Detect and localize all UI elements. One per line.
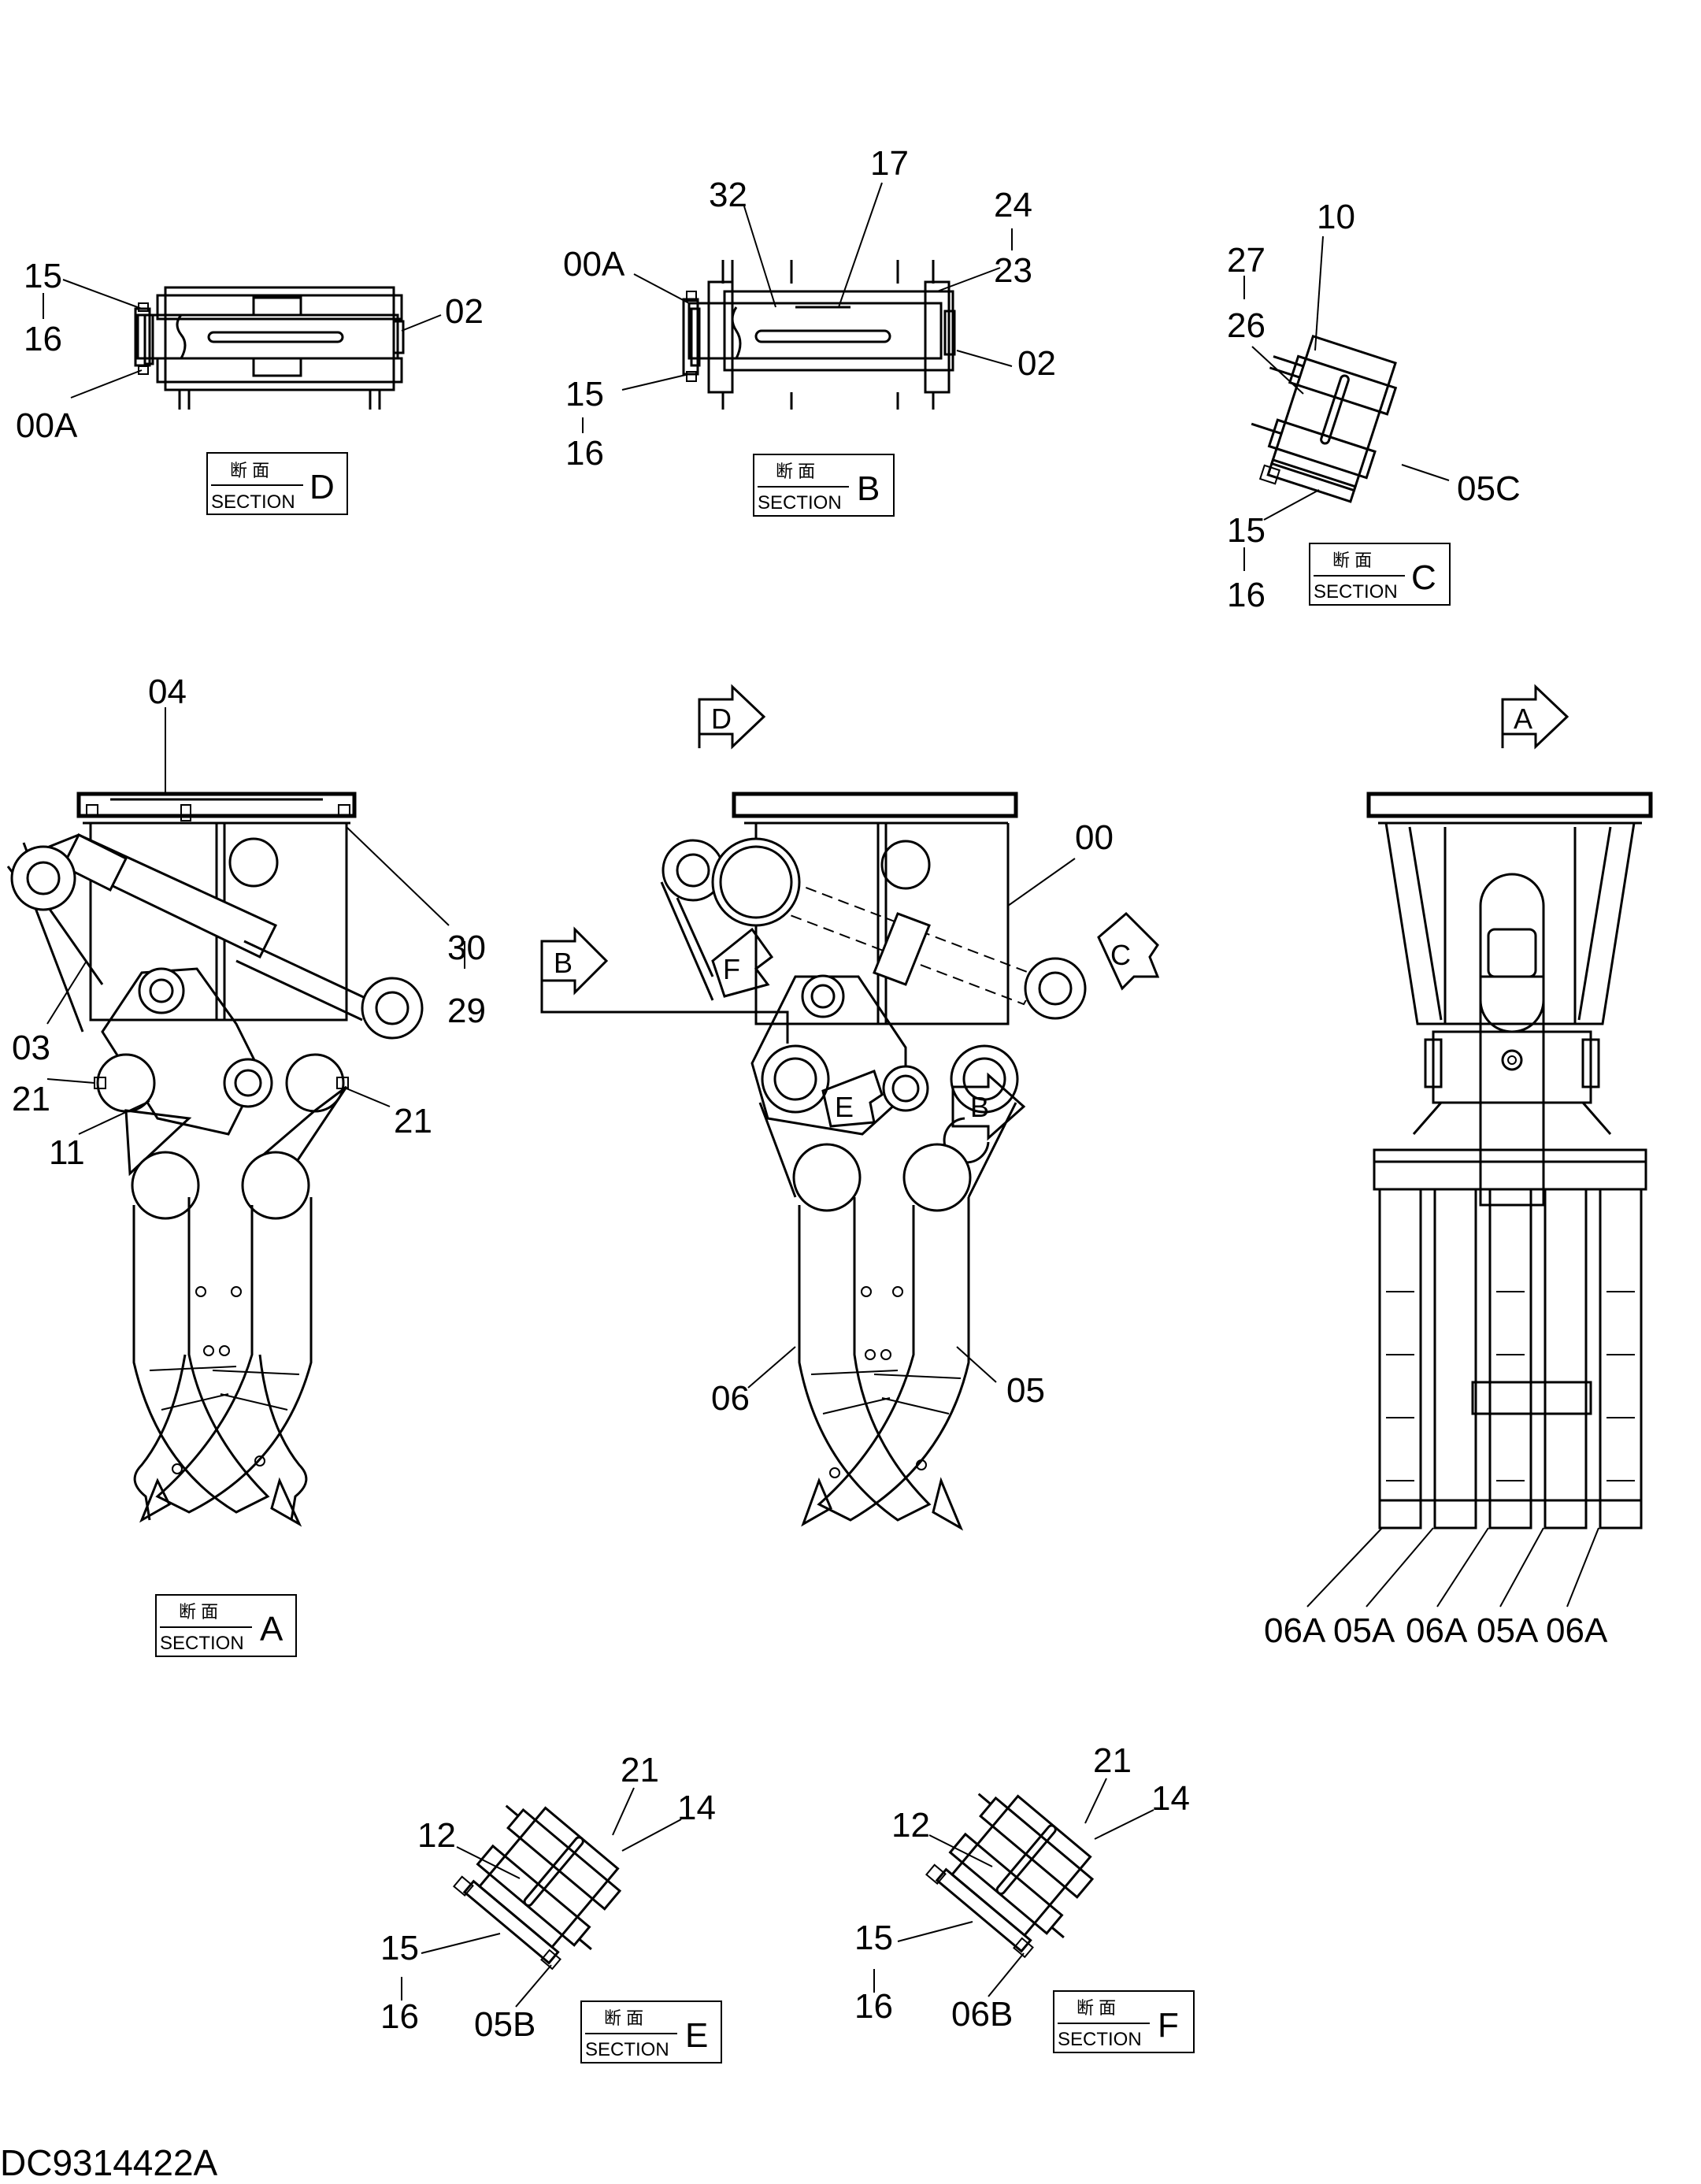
section-e-label-en: SECTION [585,2039,669,2060]
callout-c-16: 16 [1227,576,1266,614]
callout-e-15: 15 [380,1929,419,1967]
section-f-label-jp: 断 面 [1077,1998,1116,2018]
callout-e-14: 14 [677,1789,716,1827]
callout-b-02: 02 [1017,344,1056,383]
front-view: D B F C E B 00 06 05 [540,684,1160,1531]
section-b-view: 32 17 24 23 00A 02 15 16 断 面 SECTION B [563,144,1056,517]
section-c-label-jp: 断 面 [1332,551,1372,570]
view-marker-c: C [1110,939,1131,971]
callout-d-02: 02 [445,292,484,331]
view-marker-b-left: B [554,947,573,979]
callout-a-11: 11 [49,1133,85,1172]
section-e-label-jp: 断 面 [604,2008,643,2028]
callout-c-26: 26 [1227,306,1266,345]
section-c-letter: C [1411,558,1436,597]
callout-b-32: 32 [709,176,747,214]
section-e-view: 21 14 12 15 16 05B 断 面 SECTION E [380,1751,722,2063]
callout-d-16: 16 [24,320,62,358]
section-b-letter: B [857,469,880,508]
callout-f-12: 12 [891,1806,930,1845]
callout-side-06a-1: 06A [1264,1611,1326,1650]
callout-side-06a-2: 06A [1406,1611,1468,1650]
section-a-label-en: SECTION [160,1633,244,1654]
document-id: DC9314422A [0,2142,218,2183]
callout-a-21-right: 21 [394,1102,432,1140]
section-f-label-en: SECTION [1058,2029,1142,2050]
callout-e-12: 12 [417,1816,456,1855]
callout-a-21-left: 21 [12,1080,50,1118]
callout-e-21: 21 [621,1751,659,1789]
callout-d-00a: 00A [16,406,78,445]
section-b-label-en: SECTION [758,492,842,514]
callout-c-10: 10 [1317,198,1355,236]
callout-f-15: 15 [854,1919,893,1957]
callout-a-29: 29 [447,992,486,1030]
section-d-view: 15 16 00A 02 断 面 SECTION D [16,257,484,515]
callout-b-00a: 00A [563,245,625,284]
callout-side-06a-3: 06A [1546,1611,1608,1650]
callout-b-15: 15 [565,375,604,413]
callout-b-23: 23 [994,251,1032,290]
section-f-view: 21 14 12 15 16 06B 断 面 SECTION F [854,1741,1195,2053]
callout-b-16: 16 [565,434,604,473]
view-marker-d: D [711,703,732,735]
section-a-letter: A [260,1610,284,1648]
callout-f-21: 21 [1093,1741,1132,1780]
section-f-letter: F [1158,2006,1179,2045]
callout-a-30: 30 [447,929,486,967]
section-a-view: 04 30 29 03 21 21 11 断 面 SECTION A [6,673,486,1657]
callout-d-15: 15 [24,257,62,295]
callout-a-03: 03 [12,1029,50,1067]
view-marker-b-right: B [970,1091,989,1123]
section-d-label-en: SECTION [211,491,295,513]
section-c-view: 10 27 26 05C 15 16 断 面 SECTION C [1227,198,1521,614]
section-a-label-jp: 断 面 [179,1602,218,1622]
callout-b-17: 17 [870,144,909,183]
callout-e-16: 16 [380,1997,419,2036]
callout-f-16: 16 [854,1987,893,2026]
callout-c-27: 27 [1227,241,1266,280]
section-d-letter: D [309,468,335,506]
section-e-letter: E [685,2016,708,2055]
callout-main-00: 00 [1075,818,1114,857]
callout-side-05a-1: 05A [1333,1611,1395,1650]
callout-b-24: 24 [994,186,1032,224]
section-c-label-en: SECTION [1314,581,1398,603]
view-marker-e: E [835,1091,854,1123]
side-view: A [1264,684,1653,1650]
callout-c-05c: 05C [1457,469,1521,508]
section-b-label-jp: 断 面 [776,462,815,481]
callout-c-15: 15 [1227,511,1266,550]
callout-f-06b: 06B [951,1995,1013,2034]
callout-f-14: 14 [1151,1779,1190,1818]
callout-a-04: 04 [148,673,187,711]
callout-e-05b: 05B [474,2005,536,2044]
callout-side-05a-2: 05A [1477,1611,1539,1650]
callout-main-05: 05 [1006,1371,1045,1410]
view-marker-f: F [723,953,740,985]
section-d-label-jp: 断 面 [230,461,269,480]
callout-main-06: 06 [711,1379,750,1418]
view-marker-a: A [1514,703,1532,735]
